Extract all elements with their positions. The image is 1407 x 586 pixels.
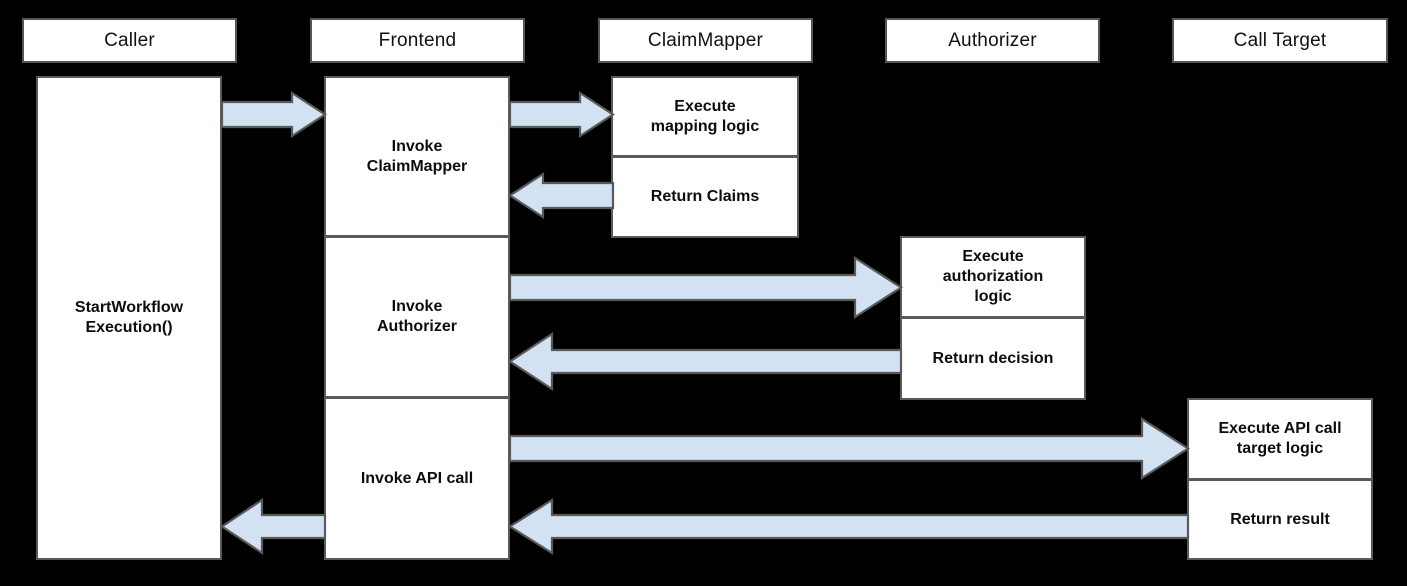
arrow-frontend-to-caller xyxy=(220,497,327,556)
activation-claimmapper-execute-mapping-logic: Execute mapping logic xyxy=(611,76,799,157)
activation-frontend-invoke-claimmapper: Invoke ClaimMapper xyxy=(324,76,510,237)
arrow-frontend-to-calltarget xyxy=(508,416,1191,481)
activation-authorizer-return-decision-label: Return decision xyxy=(932,349,1054,367)
activation-claimmapper-return-claims-label: Return Claims xyxy=(650,188,760,205)
activation-calltarget-return-result: Return result xyxy=(1187,479,1373,560)
activation-calltarget-execute-api-call-target-logic-label: Execute API call target logic xyxy=(1218,420,1342,457)
arrow-caller-to-frontend xyxy=(220,90,328,139)
activation-calltarget-return-result-label: Return result xyxy=(1230,510,1330,528)
activation-authorizer-execute-authorization-logic: Execute authorization logic xyxy=(900,236,1086,318)
lane-header-authorizer-label: Authorizer xyxy=(948,29,1037,51)
lane-header-caller: Caller xyxy=(22,18,237,63)
activation-caller-start-workflow: StartWorkflow Execution() xyxy=(36,76,222,560)
activation-caller-start-workflow-label: StartWorkflow Execution() xyxy=(74,299,184,336)
lane-header-call-target-label: Call Target xyxy=(1233,29,1327,51)
lane-header-authorizer: Authorizer xyxy=(885,18,1100,63)
arrow-frontend-to-claimmapper xyxy=(508,90,616,139)
arrow-claimmapper-to-frontend xyxy=(507,171,615,220)
lane-header-frontend-label: Frontend xyxy=(378,29,457,51)
activation-authorizer-execute-authorization-logic-label: Execute authorization logic xyxy=(942,248,1044,305)
activation-claimmapper-execute-mapping-logic-label: Execute mapping logic xyxy=(650,97,760,135)
arrow-calltarget-to-frontend xyxy=(507,498,1190,555)
lane-header-claimmapper: ClaimMapper xyxy=(598,18,813,63)
arrow-authorizer-to-frontend xyxy=(507,331,903,392)
activation-frontend-invoke-api-call-label: Invoke API call xyxy=(360,469,474,487)
activation-authorizer-return-decision: Return decision xyxy=(900,317,1086,400)
activation-frontend-invoke-api-call: Invoke API call xyxy=(324,397,510,560)
arrow-frontend-to-authorizer xyxy=(508,255,904,320)
activation-frontend-invoke-authorizer: Invoke Authorizer xyxy=(324,236,510,398)
lane-header-frontend: Frontend xyxy=(310,18,525,63)
activation-claimmapper-return-claims: Return Claims xyxy=(611,156,799,238)
lane-header-claimmapper-label: ClaimMapper xyxy=(647,29,764,51)
lane-header-call-target: Call Target xyxy=(1172,18,1388,63)
activation-frontend-invoke-claimmapper-label: Invoke ClaimMapper xyxy=(366,137,468,175)
activation-calltarget-execute-api-call-target-logic: Execute API call target logic xyxy=(1187,398,1373,480)
activation-frontend-invoke-authorizer-label: Invoke Authorizer xyxy=(377,298,457,335)
lane-header-caller-label: Caller xyxy=(104,29,155,51)
